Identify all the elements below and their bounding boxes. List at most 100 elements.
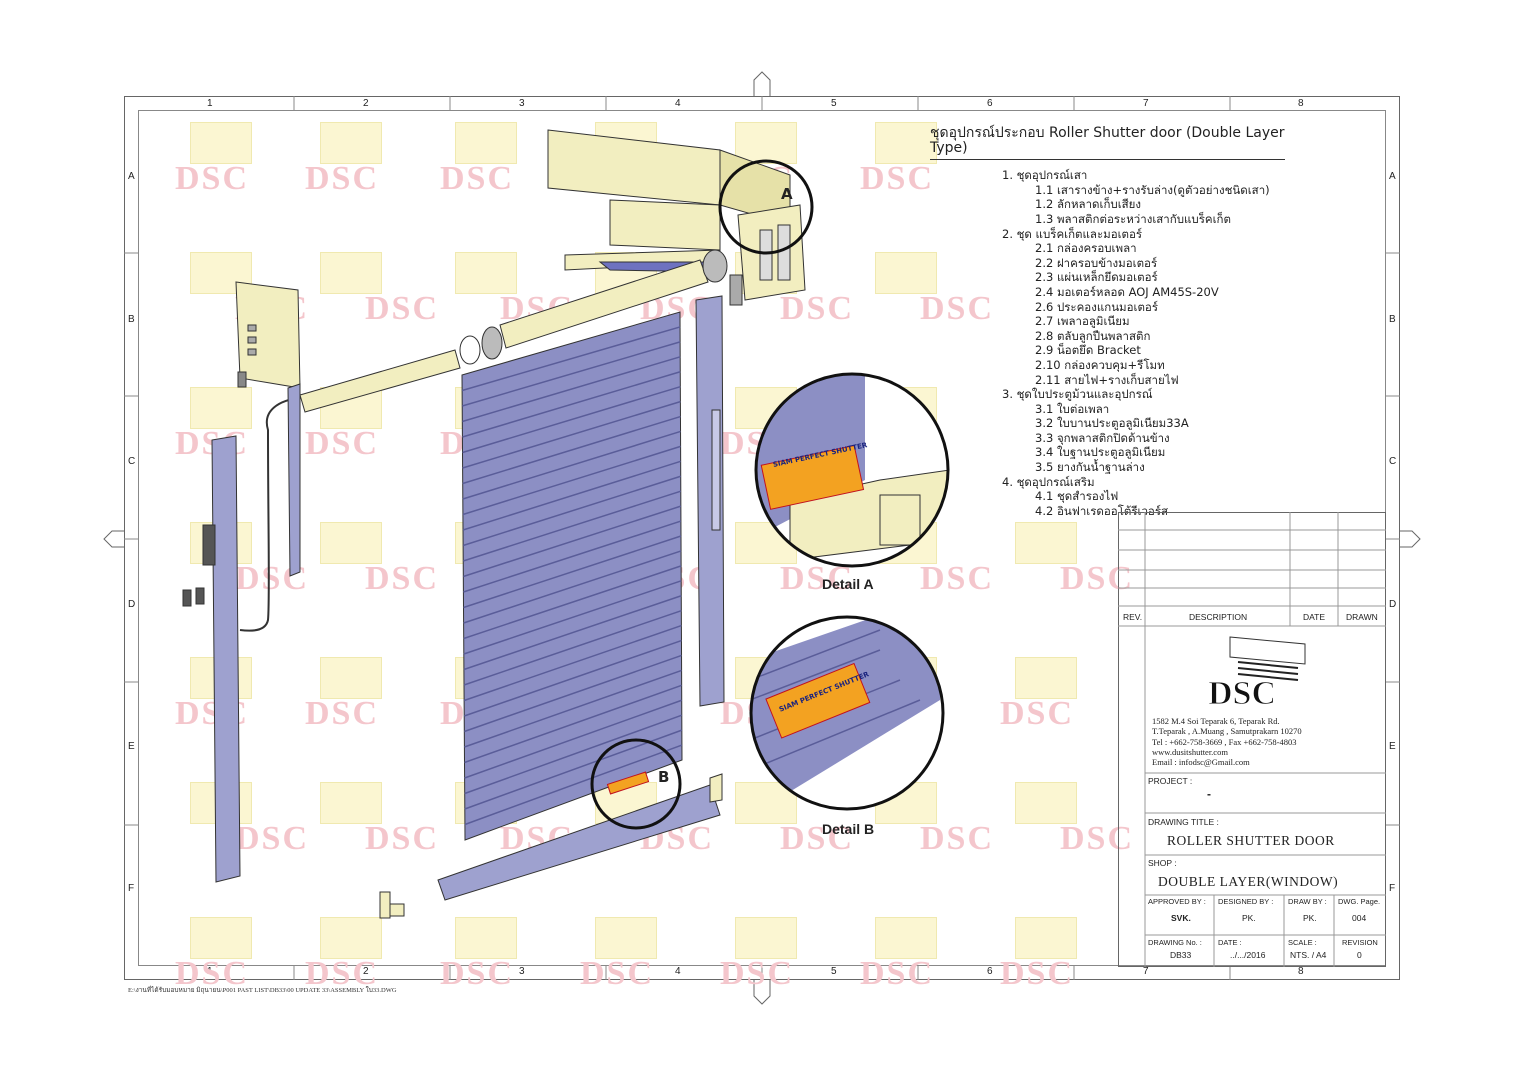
parts-item: 2.10 กล่องควบคุม+รีโมท (1035, 357, 1165, 372)
designed-by: PK. (1242, 913, 1256, 923)
curtain-slat (463, 580, 682, 655)
parts-item: 2.7 เพลาอลูมิเนียม (1035, 314, 1130, 329)
shop-label: SHOP : (1148, 858, 1177, 868)
address-line: 1582 M.4 Soi Teparak 6, Teparak Rd. (1152, 716, 1280, 726)
grid-col-7: 7 (1143, 98, 1149, 109)
watermark-logo-icon (320, 782, 382, 824)
grid-row-b: B (128, 314, 135, 325)
approved-by-label: APPROVED BY : (1148, 897, 1206, 906)
file-path-footer: E:\งานที่ได้รับมอบหมาย มิถุนายน\P001 PAS… (128, 987, 397, 994)
watermark-text: DSC (1060, 560, 1135, 597)
dwg-page: 004 (1352, 913, 1367, 923)
parts-item: 1.2 ลักหลาดเก็บเสียง (1035, 197, 1142, 212)
address-phone: Tel : +662-758-3669 , Fax +662-758-4803 (1152, 736, 1297, 747)
motor-tube (299, 249, 728, 413)
right-rail (695, 295, 725, 707)
watermark-text: DSC (920, 820, 995, 857)
project-label: PROJECT : (1148, 776, 1193, 786)
callout-a-label: A (781, 185, 793, 203)
curtain-slat (463, 639, 682, 717)
curtain-slat (462, 460, 681, 531)
watermark-text: DSC (365, 820, 440, 857)
drawing-title-label: DRAWING TITLE : (1148, 817, 1219, 827)
watermark-text: DSC (305, 425, 380, 462)
grid-row-e-right: E (1389, 741, 1396, 752)
parts-item: 2.11 สายไฟ+รางเก็บสายไฟ (1035, 372, 1179, 387)
watermark-logo-icon (320, 122, 382, 164)
date-header: DATE (1303, 612, 1326, 622)
grid-row-a-right: A (1389, 171, 1396, 182)
curtain-slat (462, 385, 681, 454)
watermark-logo-icon (455, 252, 517, 294)
address-website: www.dusitshutter.com (1152, 746, 1228, 757)
watermark-logo-icon (1015, 782, 1077, 824)
designed-by-label: DESIGNED BY : (1218, 897, 1274, 906)
grid-row-f: F (128, 883, 135, 894)
curtain-slat (464, 684, 682, 764)
curtain-slat (463, 535, 682, 609)
parts-item: 1.3 พลาสติกต่อระหว่างเสากับแบร็คเก็ต (1035, 211, 1231, 226)
headbox-cover (547, 129, 791, 273)
curtain-slat (462, 475, 681, 547)
drawing-title: ROLLER SHUTTER DOOR (1167, 833, 1335, 848)
parts-group-label: 2. ชุด แบร็คเก็ตและมอเตอร์ (1002, 226, 1143, 241)
watermark-text: DSC (1000, 955, 1075, 992)
watermark-logo-icon (735, 122, 797, 164)
grid-col-1: 1 (207, 98, 213, 109)
grid-col-6: 6 (987, 98, 993, 109)
company-logo-text: DSC (1208, 675, 1276, 712)
curtain-slat (461, 341, 681, 407)
detail-a-caption: Detail A (822, 576, 874, 592)
watermark-text: DSC (440, 160, 515, 197)
parts-item: 1.1 เสารางข้าง+รางรับล่าง(ดูตัวอย่างชนิด… (1035, 182, 1270, 197)
address-line: T.Teparak , A.Muang , Samutprakarn 10270 (1152, 726, 1302, 737)
revision-label: REVISION (1342, 938, 1378, 947)
watermark-text: DSC (1000, 695, 1075, 732)
grid-col-3-bottom: 3 (519, 966, 525, 977)
watermark-logo-icon (735, 917, 797, 959)
watermark-logo-icon (455, 122, 517, 164)
grid-col-7-bottom: 7 (1143, 966, 1149, 977)
parts-item: 3.1 ใบต่อเพลา (1035, 401, 1110, 416)
parts-group-label: 1. ชุดอุปกรณ์เสา (1002, 168, 1088, 183)
watermark-text: DSC (720, 955, 795, 992)
rev-header: REV. (1123, 612, 1143, 622)
curtain-slat (464, 654, 682, 733)
curtain-slat (464, 729, 683, 810)
curtain-slat (462, 415, 681, 485)
watermark-text: DSC (920, 290, 995, 327)
grid-row-e: E (128, 741, 135, 752)
watermark-text: DSC (780, 290, 855, 327)
watermark-logo-icon (320, 917, 382, 959)
date-label: DATE : (1218, 938, 1242, 947)
project-value: - (1207, 787, 1211, 801)
parts-item: 2.4 มอเตอร์หลอด AOJ AM45S-20V (1035, 284, 1219, 299)
watermark-logo-icon (190, 122, 252, 164)
company-logo: DSC (1208, 636, 1306, 712)
parts-item: 3.3 จุกพลาสติกปิดด้านข้าง (1035, 430, 1170, 445)
watermark-logo-icon (455, 917, 517, 959)
watermark-text: DSC (305, 955, 380, 992)
grid-col-5: 5 (831, 98, 837, 109)
curtain-slat (464, 714, 683, 795)
watermark-logo-icon (320, 657, 382, 699)
watermark-text: DSC (365, 290, 440, 327)
dwg-page-label: DWG. Page. (1338, 897, 1381, 906)
watermark-logo-icon (190, 387, 252, 429)
parts-item: 4.1 ชุดสำรองไฟ (1035, 489, 1119, 504)
grid-row-d: D (128, 599, 136, 610)
watermark-text: DSC (235, 820, 310, 857)
parts-item: 2.2 ฝาครอบข้างมอเตอร์ (1035, 255, 1158, 270)
callout-circles (590, 159, 814, 830)
grid-col-8-bottom: 8 (1298, 966, 1304, 977)
grid-row-d-right: D (1389, 599, 1397, 610)
grid-row-c-right: C (1389, 456, 1397, 467)
grid-row-c: C (128, 456, 136, 467)
grid-col-4-bottom: 4 (675, 966, 681, 977)
curtain-slat (462, 490, 682, 562)
approved-by: SVK. (1171, 913, 1191, 923)
grid-col-5-bottom: 5 (831, 966, 837, 977)
